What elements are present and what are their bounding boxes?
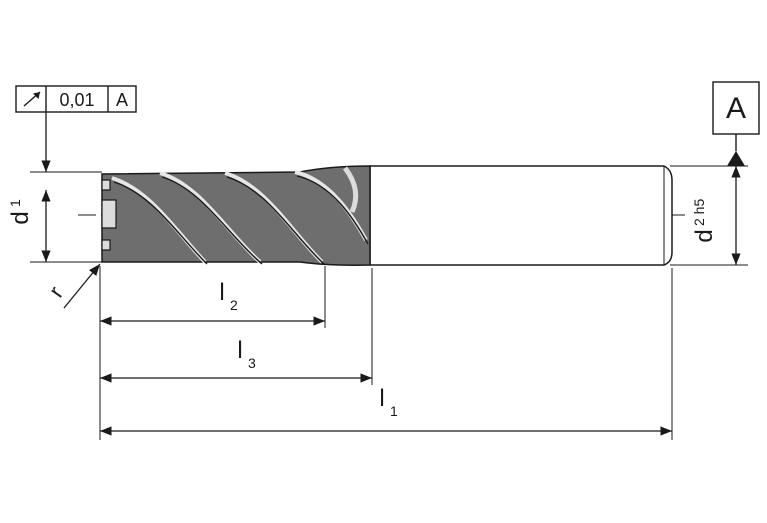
- l1-symbol: l: [379, 385, 384, 412]
- fluted-cutting-section: [101, 165, 371, 266]
- datum-label: A: [726, 92, 746, 125]
- d1-dimension: d 1: [7, 171, 102, 263]
- l2-subscript: 2: [230, 297, 238, 313]
- d1-symbol: d: [7, 211, 34, 224]
- tolerance-value: 0,01: [59, 90, 94, 110]
- l3-symbol: l: [237, 337, 242, 364]
- l1-subscript: 1: [390, 403, 398, 419]
- l1-dimension: l 1: [100, 385, 672, 436]
- d2-subscript: 2 h5: [691, 199, 707, 226]
- d2-symbol: d: [691, 229, 718, 242]
- r-symbol: r: [44, 282, 69, 302]
- l2-dimension: l 2: [100, 279, 325, 326]
- datum-a-box: A: [712, 81, 760, 166]
- l2-symbol: l: [219, 279, 224, 306]
- d2-dimension: d 2 h5: [670, 165, 748, 266]
- datum-triangle-icon: [727, 151, 745, 166]
- r-dimension: r: [44, 263, 101, 309]
- runout-tolerance-frame: 0,01 A: [15, 85, 137, 172]
- l3-dimension: l 3: [100, 337, 372, 383]
- d1-subscript: 1: [7, 199, 23, 207]
- l3-subscript: 3: [248, 355, 256, 371]
- tolerance-datum: A: [116, 90, 128, 110]
- runout-arrow-icon: [23, 91, 41, 107]
- shank: [369, 165, 673, 266]
